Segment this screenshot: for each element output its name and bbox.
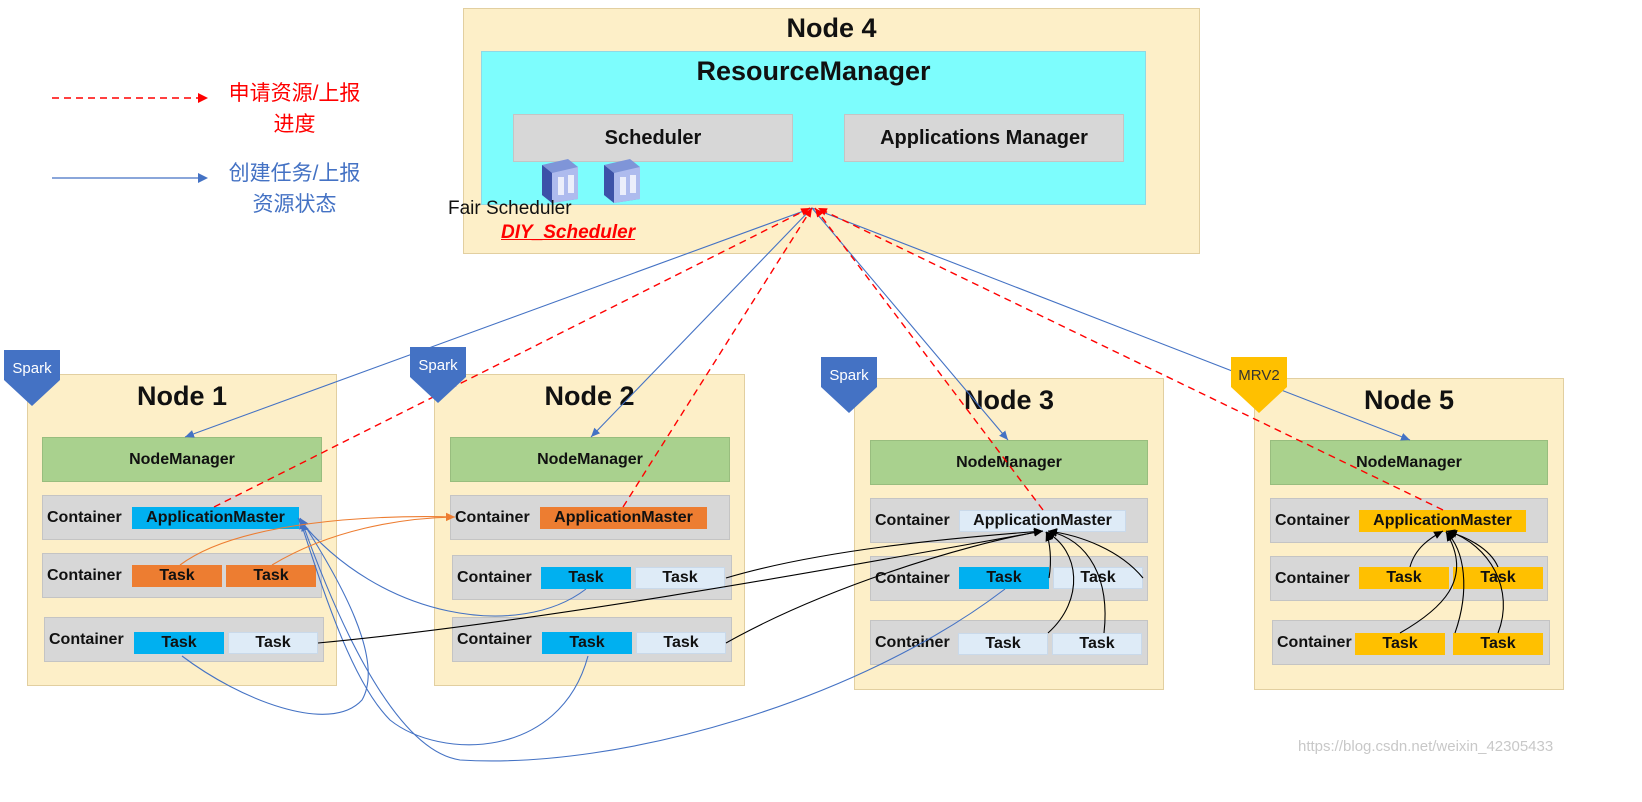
container-label: Container: [457, 630, 532, 648]
node1-task[interactable]: Task: [132, 565, 222, 587]
legend-request-line: [52, 93, 208, 103]
legend-request-text: 申请资源/上报 进度: [212, 78, 377, 140]
task-to-node5-am-line: [1399, 531, 1458, 634]
tag-label: Spark: [418, 357, 458, 374]
legend-request-line2: 进度: [273, 113, 316, 136]
task-to-node5-am-line: [1445, 531, 1465, 634]
task-to-node3-am-line: [1047, 528, 1144, 579]
node5-mrv2-tag: MRV2: [1231, 357, 1287, 413]
node1-task[interactable]: Task: [226, 565, 316, 587]
container-label: Container: [875, 569, 950, 587]
node5-task[interactable]: Task: [1359, 567, 1449, 589]
server-icon: [604, 159, 640, 203]
legend-create-line1: 创建任务/上报: [228, 162, 361, 185]
resource-manager-title: ResourceManager: [696, 56, 931, 86]
node5-title: Node 5: [1363, 385, 1455, 415]
container-label: Container: [47, 566, 122, 584]
node4-title: Node 4: [786, 13, 877, 43]
watermark: https://blog.csdn.net/weixin_42305433: [1298, 738, 1554, 755]
legend-create-line: [52, 173, 208, 183]
node2-task[interactable]: Task: [635, 567, 725, 589]
node3-task[interactable]: Task: [958, 633, 1048, 655]
node2-spark-tag: Spark: [410, 347, 466, 403]
node1-task[interactable]: Task: [134, 632, 224, 654]
node3-task[interactable]: Task: [959, 567, 1049, 589]
rm-to-node1-nm-line: [184, 207, 813, 438]
node5-node-manager[interactable]: NodeManager: [1270, 440, 1548, 485]
task-to-node1-am-line: [301, 521, 1006, 762]
task-to-node1-am-line: [297, 517, 587, 617]
rm-to-node5-nm-line: [811, 207, 1411, 441]
applications-manager-box[interactable]: Applications Manager: [844, 114, 1124, 162]
node1-spark-tag: Spark: [4, 350, 60, 406]
task-to-node3-am-line: [1045, 531, 1075, 634]
node1-task[interactable]: Task: [228, 632, 318, 654]
container-label: Container: [1275, 569, 1350, 587]
server-icon: [542, 159, 578, 203]
task-to-node5-am-line: [1447, 530, 1504, 634]
tag-label: Spark: [12, 360, 52, 377]
diy-scheduler-label: DIY_Scheduler: [501, 222, 636, 243]
task-to-node3-am-line: [725, 527, 1044, 579]
node2-task[interactable]: Task: [542, 632, 632, 654]
fair-scheduler-label: Fair Scheduler: [448, 198, 572, 219]
task-to-node3-am-line: [725, 528, 1044, 644]
node3-task[interactable]: Task: [1052, 633, 1142, 655]
task-to-node1-am-line: [181, 517, 369, 715]
node3-node-manager[interactable]: NodeManager: [870, 440, 1148, 485]
node3-am-to-rm-line: [814, 207, 1044, 511]
container-label: Container: [47, 508, 122, 526]
node2-task[interactable]: Task: [636, 632, 726, 654]
node1-task-to-node2-am-line: [179, 512, 456, 566]
container-label: Container: [1277, 633, 1352, 651]
node2-application-master[interactable]: ApplicationMaster: [540, 507, 707, 529]
container-label: Container: [457, 568, 532, 586]
task-to-node3-am-line: [1047, 528, 1106, 634]
node5-am-to-rm-line: [817, 207, 1444, 511]
node1-node-manager[interactable]: NodeManager: [42, 437, 322, 482]
node1-application-master[interactable]: ApplicationMaster: [132, 507, 299, 529]
node5-task[interactable]: Task: [1453, 633, 1543, 655]
task-to-node5-am-line: [1409, 530, 1444, 568]
node3-spark-tag: Spark: [821, 357, 877, 413]
container-label: Container: [1275, 511, 1350, 529]
node3-title: Node 3: [963, 385, 1055, 415]
node2-title: Node 2: [544, 381, 635, 411]
legend-create-text: 创建任务/上报 资源状态: [212, 158, 377, 220]
node1-am-to-rm-line: [213, 207, 811, 508]
task-to-node3-am-line: [1045, 531, 1054, 579]
node2-am-to-rm-line: [622, 207, 813, 508]
container-label: Container: [875, 511, 950, 529]
task-to-node1-am-line: [299, 519, 589, 746]
container-label: Container: [49, 630, 124, 648]
node5-application-master[interactable]: ApplicationMaster: [1359, 510, 1526, 532]
scheduler-box[interactable]: Scheduler: [513, 114, 793, 162]
tag-label: MRV2: [1238, 367, 1280, 384]
container-label: Container: [455, 508, 530, 526]
task-to-node3-am-line: [317, 528, 1044, 644]
node2-task[interactable]: Task: [541, 567, 631, 589]
node5-task[interactable]: Task: [1355, 633, 1445, 655]
node1-task-to-node2-am-line: [271, 513, 456, 566]
node1-title: Node 1: [136, 381, 228, 411]
tag-label: Spark: [829, 367, 869, 384]
legend-create-line2: 资源状态: [252, 193, 337, 216]
legend-request-line1: 申请资源/上报: [228, 82, 361, 105]
rm-to-node2-nm-line: [590, 207, 813, 438]
node2-node-manager[interactable]: NodeManager: [450, 437, 730, 482]
